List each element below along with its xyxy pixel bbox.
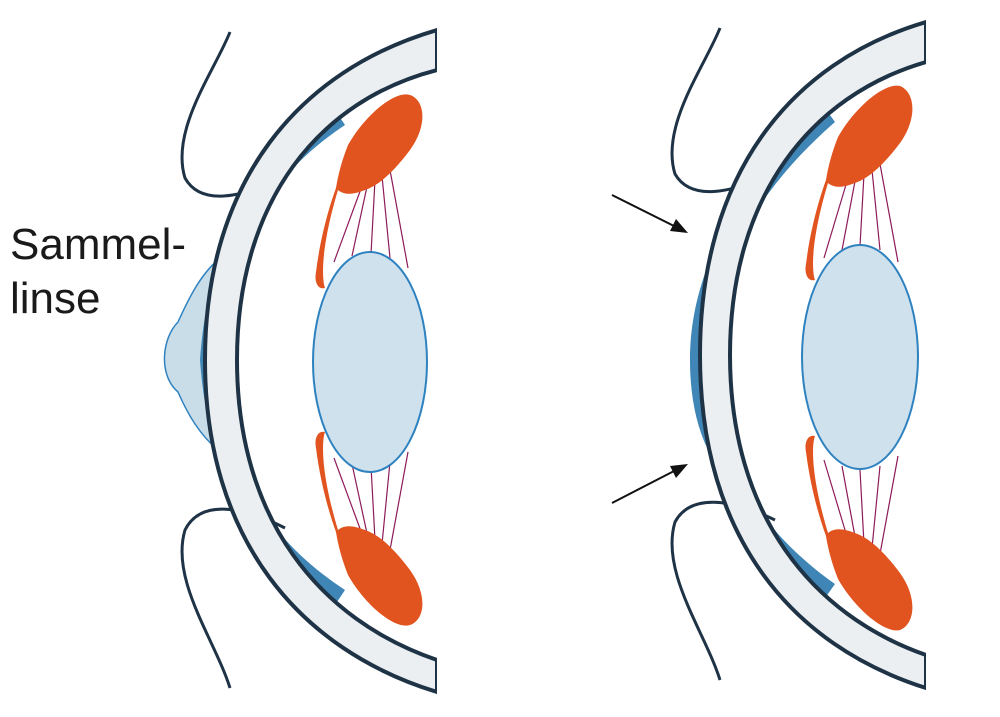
left-eye-panel [163, 27, 437, 695]
right-eye-panel [670, 19, 926, 691]
arrow-icon [611, 194, 677, 228]
zonule-fibers-top [333, 169, 409, 269]
ciliary-muscle-top [805, 85, 913, 281]
contact-lens [163, 258, 219, 452]
crystalline-lens [801, 244, 919, 470]
label-line-1: Sammel- [10, 220, 187, 269]
ciliary-muscle-top [315, 94, 423, 289]
arrow-icon [670, 464, 688, 478]
zonule-fibers-bottom [333, 451, 409, 551]
crystalline-lens [312, 251, 428, 473]
sclera [697, 19, 926, 691]
ciliary-muscle-bottom [805, 435, 913, 631]
ciliary-muscle-bottom [315, 431, 423, 626]
sclera [202, 27, 437, 695]
contact-lens-label: Sammel- linse [10, 218, 186, 326]
zonule-fibers-top [823, 163, 899, 263]
arrow-icon [611, 469, 677, 504]
zonule-fibers-bottom [823, 455, 899, 555]
pressure-arrows [611, 194, 688, 504]
label-line-2: linse [10, 274, 101, 323]
arrow-icon [670, 219, 688, 233]
